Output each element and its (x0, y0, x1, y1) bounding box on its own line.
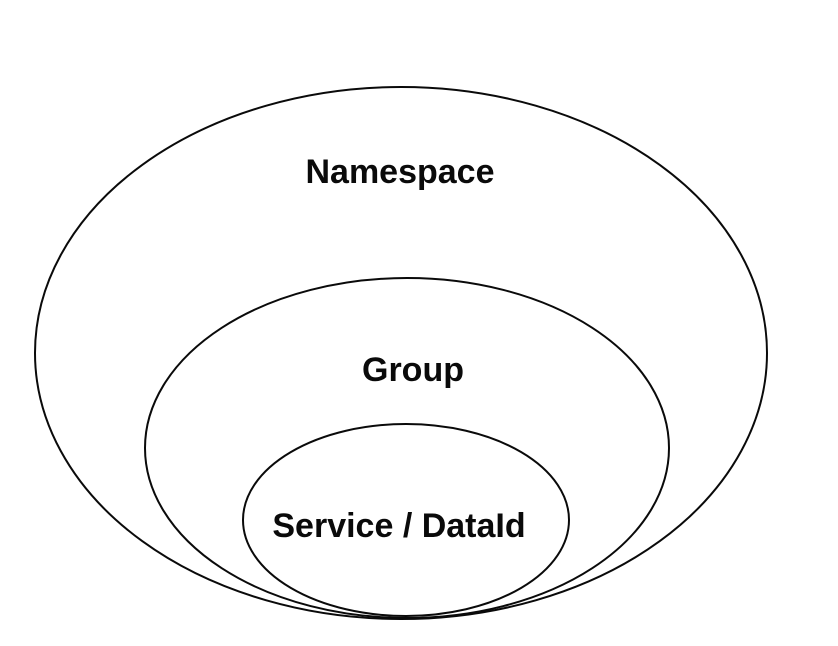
group-label: Group (362, 351, 464, 389)
namespace-ellipse (34, 86, 768, 620)
service-dataid-label: Service / DataId (272, 507, 525, 545)
group-ellipse (144, 277, 670, 619)
service-dataid-ellipse (242, 423, 570, 617)
namespace-label: Namespace (305, 153, 494, 191)
